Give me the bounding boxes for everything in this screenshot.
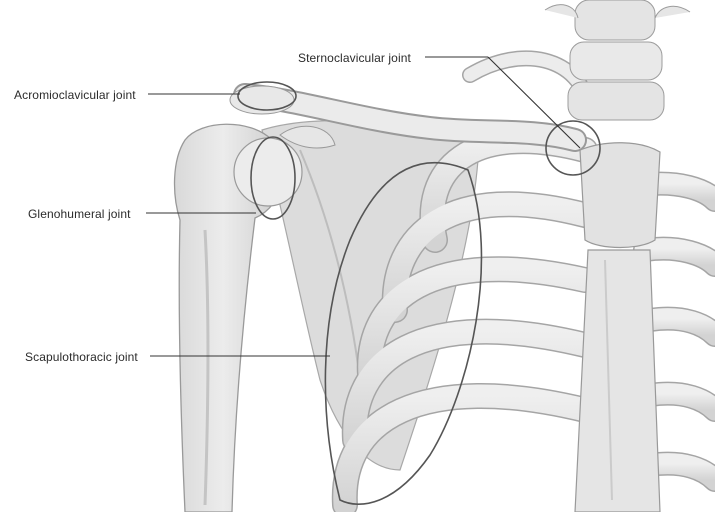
label-scapulothoracic-joint: Scapulothoracic joint bbox=[25, 350, 138, 364]
sternum bbox=[575, 143, 660, 512]
humerus bbox=[175, 124, 302, 512]
label-acromioclavicular-joint: Acromioclavicular joint bbox=[14, 88, 136, 102]
label-sternoclavicular-joint: Sternoclavicular joint bbox=[298, 51, 411, 65]
vertebral-column bbox=[545, 0, 690, 120]
label-glenohumeral-joint: Glenohumeral joint bbox=[28, 207, 131, 221]
